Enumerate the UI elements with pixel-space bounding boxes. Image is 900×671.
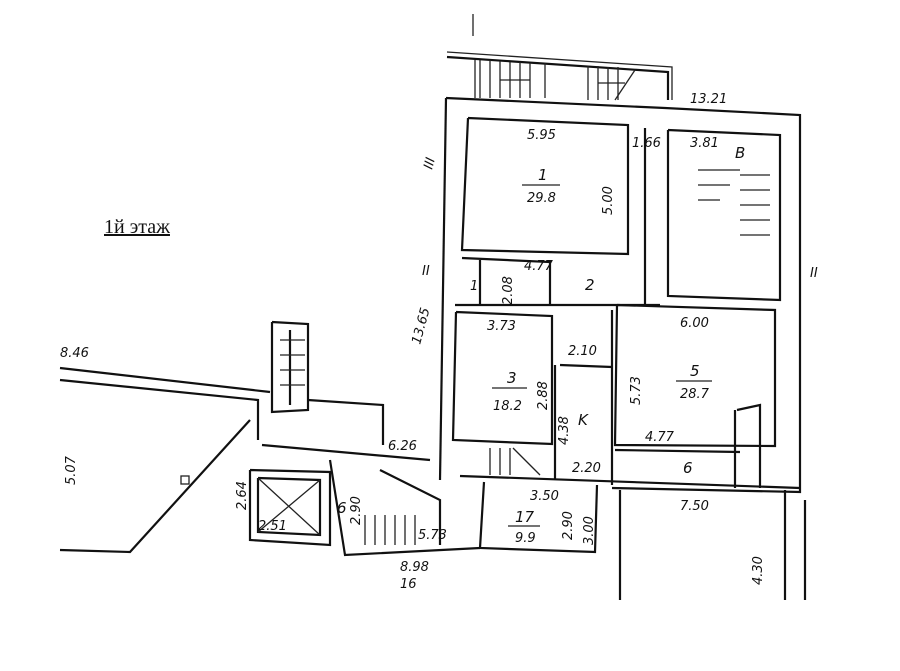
dim-stair-width: 6.26 bbox=[388, 439, 417, 454]
dim-link-width: 2.10 bbox=[568, 344, 597, 359]
top-stairs bbox=[446, 51, 673, 101]
room-3-number: 3 bbox=[507, 369, 517, 387]
section-II-right: II bbox=[810, 266, 818, 281]
room-1-area: 29.8 bbox=[527, 191, 556, 206]
dim-lift-width: 2.51 bbox=[258, 519, 287, 534]
section-III: III bbox=[421, 156, 439, 171]
dim-room6-width: 4.77 bbox=[645, 430, 675, 445]
dim-room5-width: 6.00 bbox=[680, 316, 709, 331]
dim-left-width: 8.46 bbox=[60, 346, 89, 361]
section-II-left: II bbox=[422, 264, 430, 279]
dim-roomB-width: 3.81 bbox=[690, 136, 719, 151]
dim-room17-height: 2.90 bbox=[561, 511, 576, 540]
room-16-label: 16 bbox=[400, 577, 417, 592]
dim-room5-height: 5.73 bbox=[629, 376, 644, 405]
dim-left-total: 13.65 bbox=[409, 306, 433, 346]
dim-lift-height: 2.64 bbox=[235, 481, 250, 510]
dim-corridor-width: 1.66 bbox=[632, 136, 661, 151]
room-2-label: 2 bbox=[585, 276, 595, 294]
room-small-1: 1 bbox=[470, 279, 478, 294]
dim-k-width: 2.20 bbox=[572, 461, 601, 476]
room-1-number: 1 bbox=[538, 166, 548, 184]
floor-title: 1й этаж bbox=[104, 216, 170, 238]
dim-room17-width: 3.50 bbox=[530, 489, 559, 504]
dim-corridor2-height: 3.00 bbox=[582, 516, 597, 545]
dim-big-height: 4.30 bbox=[751, 556, 766, 585]
room-3-area: 18.2 bbox=[493, 399, 522, 414]
room-17-area: 9.9 bbox=[515, 531, 536, 546]
dim-k-height: 4.38 bbox=[557, 416, 572, 445]
dim-hall-height: 2.08 bbox=[501, 276, 516, 305]
dim-room1-height: 5.00 bbox=[601, 186, 616, 215]
room-6-label: 6 bbox=[683, 459, 693, 477]
room-17-number: 17 bbox=[515, 508, 535, 526]
building-walls bbox=[438, 96, 807, 600]
dim-room3-width: 3.73 bbox=[487, 319, 516, 334]
left-wing-walls bbox=[59, 169, 770, 557]
room-5-area: 28.7 bbox=[680, 387, 710, 402]
room-K-label: K bbox=[578, 411, 589, 429]
dim-bottom-width: 8.98 bbox=[400, 560, 429, 575]
dim-stair2-width: 5.73 bbox=[418, 528, 447, 543]
dim-room3-height: 2.88 bbox=[536, 381, 551, 410]
dim-big-width: 7.50 bbox=[680, 499, 709, 514]
room-5-number: 5 bbox=[690, 362, 700, 380]
dim-stair2-height: 2.90 bbox=[349, 496, 364, 525]
dim-room1-width: 5.95 bbox=[527, 128, 556, 143]
room-B-label: B bbox=[735, 144, 745, 162]
room-stair-6: 6 bbox=[337, 499, 347, 517]
dim-hall-width: 4.77 bbox=[524, 259, 554, 274]
dim-left-height: 5.07 bbox=[64, 455, 79, 485]
dim-top-total: 13.21 bbox=[690, 92, 727, 107]
